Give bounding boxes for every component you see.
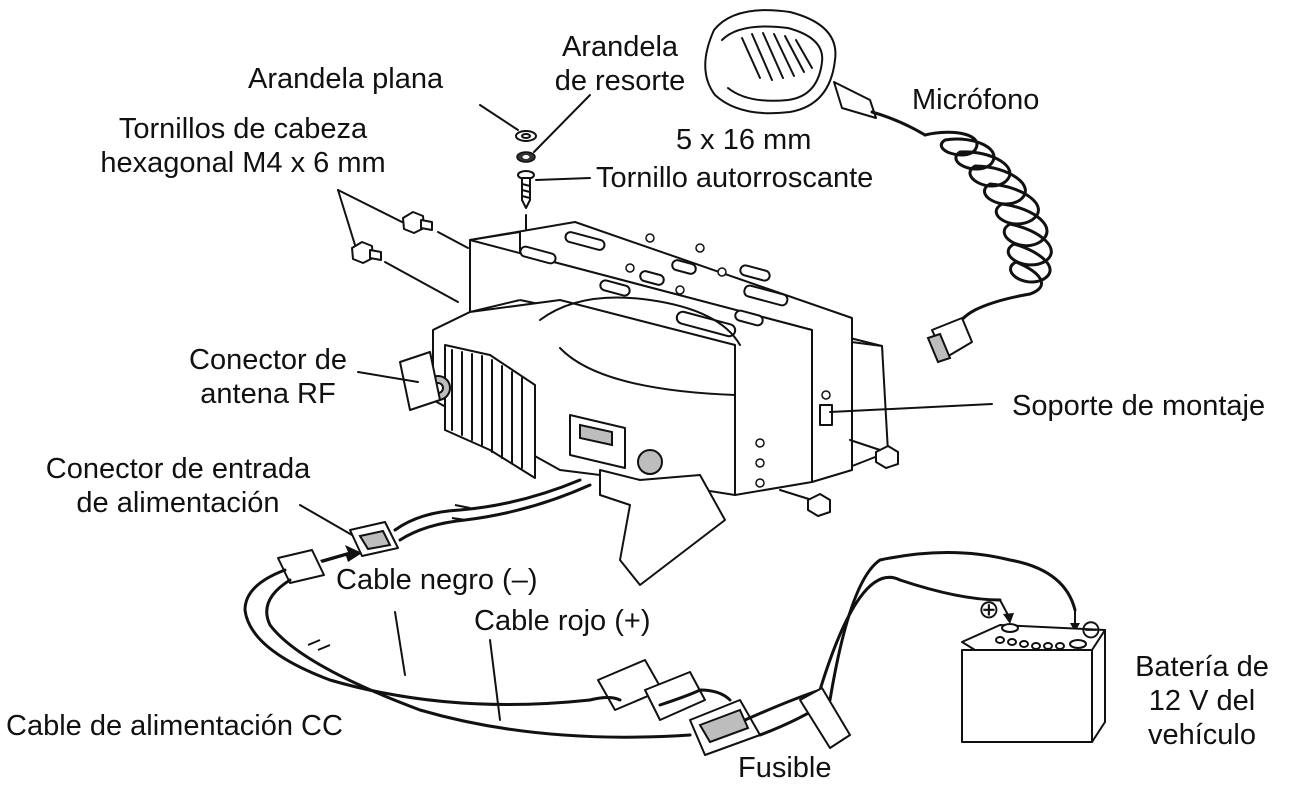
label-line: Tornillos de cabeza xyxy=(118,113,368,145)
leader-line xyxy=(489,639,501,721)
label-battery: Batería de 12 V del vehículo xyxy=(1112,650,1292,752)
leader-line xyxy=(535,177,591,181)
label-line: de resorte xyxy=(554,65,686,97)
leader-line xyxy=(533,94,591,153)
leader-line xyxy=(829,403,993,413)
bracket-screw-icon xyxy=(779,489,831,517)
bracket-slot-icon xyxy=(819,404,833,426)
leader-line xyxy=(357,371,419,383)
radio-unit-icon xyxy=(399,221,889,586)
leader-line xyxy=(394,611,406,676)
leader-line xyxy=(337,189,403,223)
leader-line xyxy=(337,189,356,246)
label-dc-power-cable: Cable de alimentación CC xyxy=(6,710,343,742)
hex-screw-icon xyxy=(402,211,433,234)
self-tapping-screw-icon xyxy=(517,170,535,209)
label-line: Conector de xyxy=(189,344,347,376)
label-screw-size: 5 x 16 mm xyxy=(676,124,812,156)
label-spring-washer: Arandela de resorte xyxy=(550,30,690,98)
label-fuse: Fusible xyxy=(738,752,832,784)
label-power-input-connector: Conector de entrada de alimentación xyxy=(18,452,338,520)
connect-arrow-icon xyxy=(320,545,362,563)
label-line: vehículo xyxy=(1147,719,1256,751)
label-line: Conector de entrada xyxy=(45,453,311,485)
radio-power-cable-icon xyxy=(349,478,592,557)
label-red-cable: Cable rojo (+) xyxy=(474,605,651,637)
hex-screw-icon xyxy=(351,241,382,264)
label-mounting-bracket: Soporte de montaje xyxy=(1012,390,1266,422)
label-line: hexagonal M4 x 6 mm xyxy=(100,147,386,179)
microphone-icon xyxy=(704,9,877,119)
microphone-cord-icon xyxy=(870,110,1053,364)
label-flat-washer: Arandela plana xyxy=(248,63,444,95)
label-line: antena RF xyxy=(200,378,336,410)
label-hex-screws: Tornillos de cabeza hexagonal M4 x 6 mm xyxy=(68,112,418,180)
flat-washer-icon xyxy=(515,130,537,142)
dc-power-cable-icon xyxy=(243,549,1077,756)
negative-terminal-icon: ⊖ xyxy=(1080,614,1102,644)
label-black-cable: Cable negro (–) xyxy=(336,564,538,596)
spring-washer-icon xyxy=(516,151,536,163)
label-line: Batería de xyxy=(1135,651,1269,683)
label-line: Arandela xyxy=(561,31,679,63)
leader-line xyxy=(479,104,519,131)
label-antenna-connector: Conector de antena RF xyxy=(168,343,368,411)
label-line: 12 V del xyxy=(1148,685,1256,717)
battery-arrow xyxy=(999,599,1009,616)
label-microphone: Micrófono xyxy=(912,84,1040,116)
hex-screw-guide-line xyxy=(437,231,469,249)
battery-icon xyxy=(961,623,1106,743)
leader-line xyxy=(299,504,353,536)
label-line: de alimentación xyxy=(76,487,280,519)
hex-screw-guide-line xyxy=(384,261,459,303)
antenna-connector-icon xyxy=(399,351,451,411)
label-self-tapping-screw: Tornillo autorroscante xyxy=(596,162,874,194)
positive-terminal-icon: ⊕ xyxy=(978,594,1000,624)
bracket-screw-icon xyxy=(849,439,899,469)
